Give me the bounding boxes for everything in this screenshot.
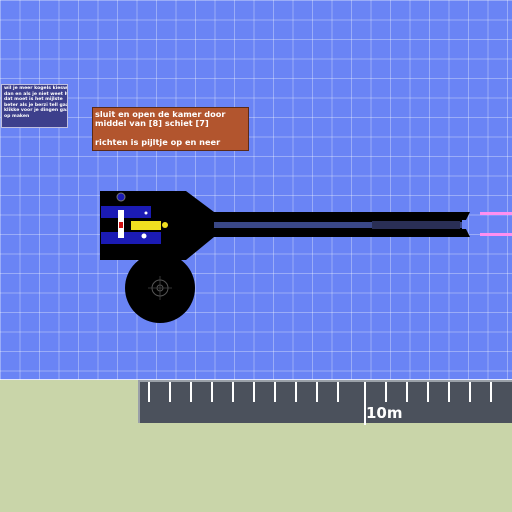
ruler-tick — [490, 382, 492, 402]
shell — [131, 221, 161, 230]
ruler-major-tick — [364, 382, 366, 425]
shell-tip — [162, 222, 168, 228]
laser-beam-upper — [480, 212, 512, 215]
help-small-line: op maken — [4, 113, 30, 119]
ruler-distance-label: 10m — [366, 404, 403, 422]
help-panel-controls: sluit en open de kamer door middel van [… — [92, 107, 249, 151]
help-main-line: richten is pijltje op en neer — [95, 137, 221, 148]
ruler-tick — [337, 382, 339, 402]
help-small-line: beter als je berzi tell gaat — [4, 102, 68, 108]
ruler-tick — [448, 382, 450, 402]
help-small-line: wil je meer kogels kiesw ce — [4, 86, 68, 91]
muzzle-lower — [460, 229, 470, 237]
distance-ruler: 10m — [138, 380, 512, 425]
ruler-tick — [295, 382, 297, 402]
ruler-tick — [169, 382, 171, 402]
chamber-upper — [101, 206, 151, 218]
help-small-line: dan en als je niet weet hoe — [4, 91, 68, 97]
ruler-tick — [427, 382, 429, 402]
help-small-line: klikke voor je dingen gaat — [4, 108, 68, 114]
ruler-tick — [385, 382, 387, 402]
ruler-tick — [406, 382, 408, 402]
barrel-inner-sleeve — [372, 221, 460, 229]
ruler-tick — [469, 382, 471, 402]
breech-marker — [119, 222, 123, 228]
ruler-tick — [211, 382, 213, 402]
help-main-line: middel van [8] schiet [7] — [95, 118, 209, 129]
indicator-light — [141, 233, 147, 239]
chamber-lower — [101, 232, 161, 244]
sight-knob-icon — [116, 192, 126, 202]
laser-beam-lower — [480, 233, 512, 236]
indicator-dot — [144, 211, 148, 215]
ruler-tick — [148, 382, 150, 402]
cannon-taper — [168, 191, 214, 260]
help-small-line: dat moet is het mijlste — [4, 97, 63, 103]
ruler-tick — [190, 382, 192, 402]
help-main-line: sluit en open de kamer door — [95, 109, 226, 119]
help-panel-small: wil je meer kogels kiesw ce dan en als j… — [1, 84, 68, 128]
ruler-tick — [232, 382, 234, 402]
ruler-tick — [316, 382, 318, 402]
ruler-tick — [274, 382, 276, 402]
sky-grid-background — [0, 0, 512, 380]
barrel-bore — [214, 222, 462, 228]
ruler-tick — [253, 382, 255, 402]
muzzle-upper — [460, 212, 470, 220]
